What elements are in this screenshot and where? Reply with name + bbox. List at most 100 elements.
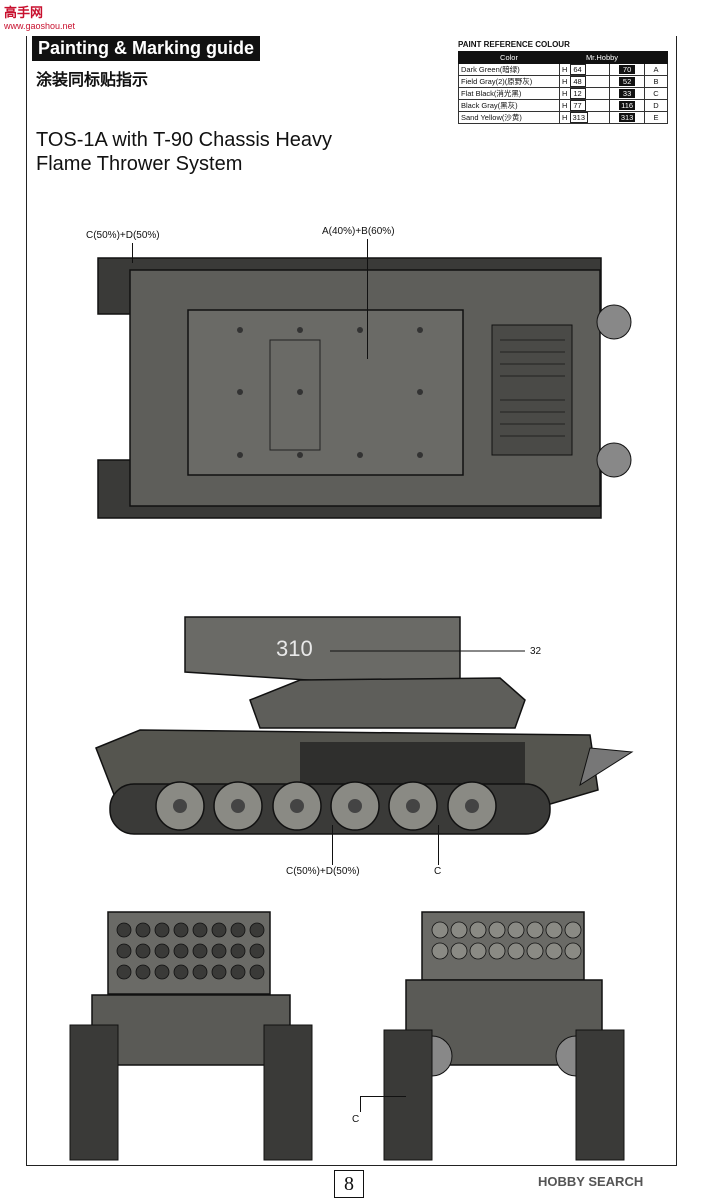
front-view-track-left	[69, 1024, 119, 1161]
launch-tube	[211, 922, 227, 938]
site-name: 高手网	[4, 5, 44, 20]
paint-reference: PAINT REFERENCE COLOUR Color Mr.Hobby Da…	[458, 40, 668, 124]
launch-tube	[249, 943, 265, 959]
model-title-line2: Flame Thrower System	[36, 153, 243, 175]
paint-reference-heading: PAINT REFERENCE COLOUR	[458, 40, 570, 49]
launch-tube	[230, 943, 246, 959]
launch-tube	[249, 922, 265, 938]
launch-tube	[564, 921, 582, 939]
side-track-callout	[332, 825, 333, 865]
rear-c-callout	[360, 1096, 406, 1097]
launch-tube	[431, 942, 449, 960]
launch-tube	[192, 922, 208, 938]
launch-tube	[507, 942, 525, 960]
top-view-drum-upper	[596, 304, 632, 340]
guide-title: Painting & Marking guide	[32, 36, 261, 61]
paint-h-code: H 12	[558, 87, 611, 100]
top-body-callout	[367, 239, 368, 359]
launch-tube	[230, 964, 246, 980]
top-view-grille	[500, 339, 565, 437]
launch-tube	[249, 964, 265, 980]
paint-h-prefix: H	[562, 101, 568, 110]
side-view-wheel-hubs	[173, 799, 479, 813]
rear-view-tubes	[431, 921, 582, 960]
launch-tube	[564, 942, 582, 960]
paint-name: Sand Yellow(沙黄)	[458, 111, 560, 124]
top-view-engine-deck	[491, 324, 573, 456]
paint-h-code: H 313	[558, 111, 611, 124]
launch-tube	[488, 921, 506, 939]
site-url: www.gaoshou.net	[4, 21, 76, 31]
launch-tube	[173, 943, 189, 959]
paint-h-prefix: H	[562, 113, 568, 122]
side-view-turret	[249, 677, 526, 729]
launch-tube	[116, 922, 132, 938]
side-track-label: C(50%)+D(50%)	[286, 866, 360, 877]
top-view-hatch	[269, 339, 321, 451]
side-decal-label: 32	[530, 646, 542, 657]
rear-view-track-right	[575, 1029, 625, 1161]
front-view-track-right	[263, 1024, 313, 1161]
frame-left	[26, 36, 27, 1166]
paint-h-prefix: H	[562, 89, 568, 98]
top-view-rivets	[237, 327, 423, 458]
paint-h-number: 77	[569, 100, 586, 111]
top-track-label: C(50%)+D(50%)	[86, 230, 160, 241]
paint-c-number: 313	[618, 113, 636, 122]
launch-tube	[545, 921, 563, 939]
paint-h-code: H 64	[558, 63, 611, 76]
launch-tube	[450, 921, 468, 939]
launch-tube	[450, 942, 468, 960]
launch-tube	[173, 922, 189, 938]
paint-h-number: 64	[569, 64, 586, 75]
launch-tube	[469, 942, 487, 960]
model-title-line1: TOS-1A with T-90 Chassis Heavy	[36, 129, 333, 151]
front-view-body	[91, 994, 291, 1066]
launch-tube	[135, 943, 151, 959]
side-view-lower-hull	[300, 742, 525, 784]
paint-c-number: 70	[619, 65, 636, 74]
paint-c-number: 52	[619, 77, 636, 86]
launch-tube	[526, 942, 544, 960]
launch-tube	[192, 964, 208, 980]
rear-view-track-left	[383, 1029, 433, 1161]
launch-tube	[173, 964, 189, 980]
rear-c-callout-vert	[360, 1096, 361, 1112]
launch-tube	[116, 964, 132, 980]
paint-c-number: 116	[619, 101, 636, 110]
guide-title-cn: 涂装同标贴指示	[36, 72, 149, 89]
launch-tube	[488, 942, 506, 960]
launch-tube	[116, 943, 132, 959]
paint-col-letter	[644, 51, 668, 64]
frame-right	[676, 36, 677, 1166]
front-view-tubes	[116, 922, 265, 980]
paint-c-number: 33	[619, 89, 636, 98]
paint-letter: E	[644, 111, 668, 124]
site-watermark: 高手网 www.gaoshou.net	[4, 2, 75, 31]
model-title: TOS-1A with T-90 Chassis Heavy Flame Thr…	[36, 128, 396, 176]
launch-tube	[154, 922, 170, 938]
paint-h-number: 48	[569, 76, 586, 87]
launch-tube	[192, 943, 208, 959]
launch-tube	[507, 921, 525, 939]
launch-tube	[230, 922, 246, 938]
launch-tube	[545, 942, 563, 960]
vehicle-number: 310	[276, 636, 313, 661]
paint-h-number: 313	[569, 112, 589, 123]
launch-tube	[211, 964, 227, 980]
launch-tube	[154, 943, 170, 959]
launch-tube	[135, 964, 151, 980]
frame-bottom	[26, 1165, 677, 1166]
side-c-callout	[438, 825, 439, 865]
paint-letter: A	[644, 63, 668, 76]
top-body-label: A(40%)+B(60%)	[322, 226, 395, 237]
launch-tube	[154, 964, 170, 980]
hobby-search-watermark: HOBBY SEARCH	[538, 1174, 644, 1189]
launch-tube	[526, 921, 544, 939]
